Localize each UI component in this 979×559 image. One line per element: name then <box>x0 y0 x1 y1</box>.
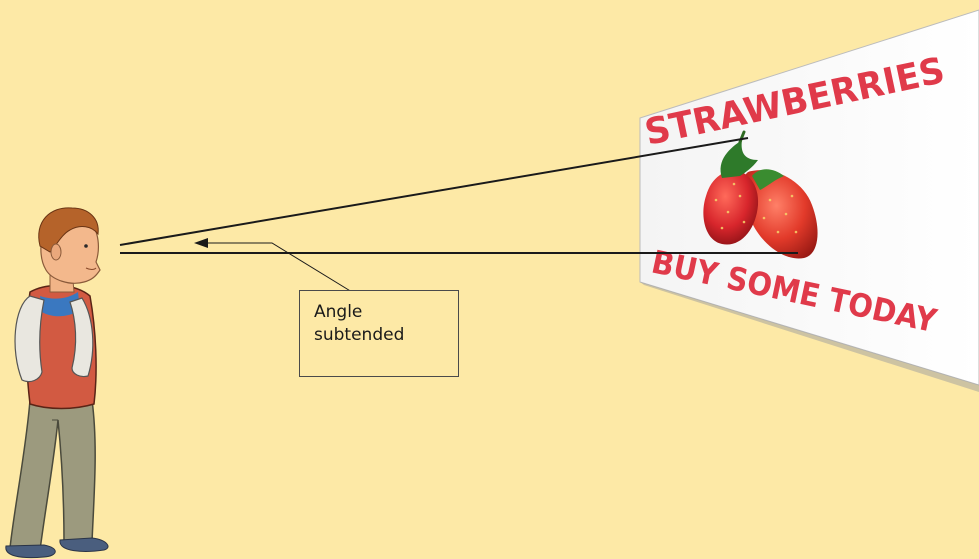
angle-label-line2: subtended <box>314 325 405 345</box>
sight-lines <box>119 137 798 254</box>
strawberry-image <box>703 130 818 259</box>
angle-subtended-label-box: Angle subtended <box>299 290 459 377</box>
billboard-edge-shadow <box>640 282 979 392</box>
person-figure <box>5 207 109 559</box>
sight-line-top <box>119 137 749 246</box>
billboard: STRAWBERRIES BUY SOME TODAY <box>639 9 979 392</box>
billboard-panel <box>639 9 979 386</box>
angle-pointer-arrow <box>194 238 353 293</box>
angle-label-line1: Angle <box>314 302 363 322</box>
